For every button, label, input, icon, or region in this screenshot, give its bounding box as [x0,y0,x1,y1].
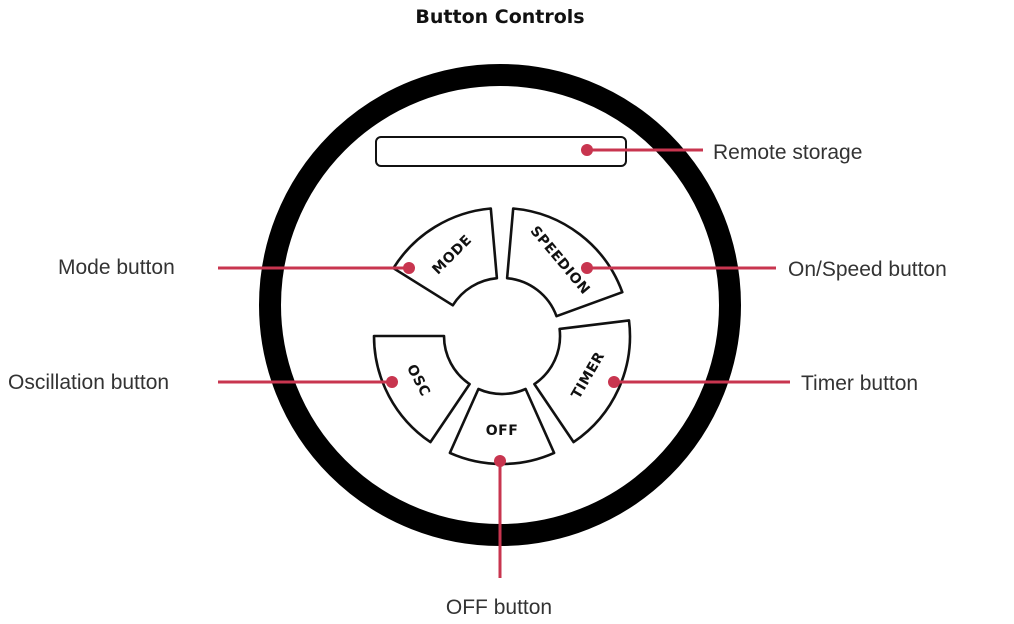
off-button[interactable]: OFF [448,387,556,466]
off-button-shape [448,387,556,466]
remote-storage-dot [581,144,593,156]
diagram-title: Button Controls [415,6,584,28]
off-button-callout: OFF button [446,596,552,619]
remote-storage-callout: Remote storage [713,141,862,164]
button-cluster: MODE SPEEDION TIMER OFF OSC [372,207,632,466]
timer-dot [608,376,620,388]
speed-button[interactable]: SPEEDION [505,207,624,318]
osc-dot [386,376,398,388]
timer-button-shape [533,319,632,444]
speed-button-shape [505,207,624,318]
mode-button-callout: Mode button [58,256,175,279]
callout-leaders [218,144,790,578]
speed-button-callout: On/Speed button [788,258,947,281]
off-button-label: OFF [486,423,519,439]
off-dot [494,455,506,467]
mode-button-shape [392,207,499,307]
osc-button-shape [372,334,471,444]
timer-button[interactable]: TIMER [533,319,632,444]
osc-button[interactable]: OSC [372,334,471,444]
osc-button-callout: Oscillation button [8,371,169,394]
mode-button[interactable]: MODE [392,207,499,307]
speed-dot [581,262,593,274]
timer-button-callout: Timer button [801,372,918,395]
mode-dot [403,262,415,274]
